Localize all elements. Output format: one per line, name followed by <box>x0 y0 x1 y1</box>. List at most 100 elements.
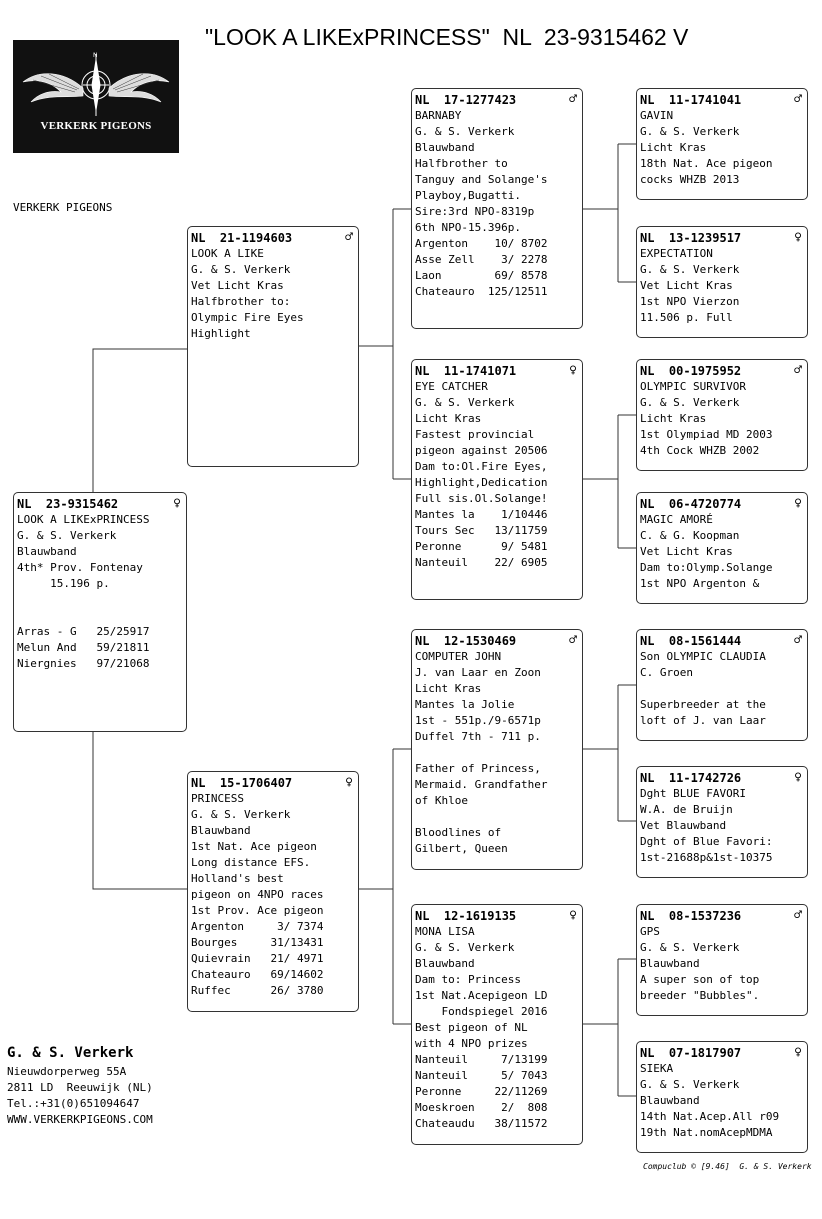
detail-line: with 4 NPO prizes <box>415 1037 528 1050</box>
pigeon-card-ggd-4[interactable]: NL 07-1817907♀ SIEKA G. & S. Verkerk Bla… <box>636 1041 808 1153</box>
color: Vet Licht Kras <box>640 279 733 292</box>
female-sex-icon: ♀ <box>794 770 802 785</box>
detail-line: 4th* Prov. Fontenay <box>17 561 143 574</box>
race-result: Argenton 3/ 7374 <box>191 920 324 933</box>
detail-line: A super son of top <box>640 973 760 986</box>
detail-line: of Khloe <box>415 794 468 807</box>
detail-line: 6th NPO-15.396p. <box>415 221 521 234</box>
detail-line: 1st NPO Argenton & <box>640 577 760 590</box>
color: Blauwband <box>415 957 475 970</box>
breeder: G. & S. Verkerk <box>191 808 291 821</box>
female-sex-icon: ♀ <box>794 1045 802 1060</box>
color: Blauwband <box>640 957 700 970</box>
pigeon-name: GAVIN <box>640 109 674 122</box>
race-result: Arras - G 25/25917 <box>17 625 150 638</box>
detail-line: Tanguy and Solange's <box>415 173 548 186</box>
detail-line: Father of Princess, <box>415 762 541 775</box>
breeder: G. & S. Verkerk <box>640 125 740 138</box>
breeder: W.A. de Bruijn <box>640 803 733 816</box>
race-result: Melun And 59/21811 <box>17 641 150 654</box>
breeder: C. Groen <box>640 666 693 679</box>
pigeon-card-granddam-maternal[interactable]: NL 12-1619135♀ MONA LISA G. & S. Verkerk… <box>411 904 583 1145</box>
detail-line: Dam to:Olymp.Solange <box>640 561 773 574</box>
detail-line: Long distance EFS. <box>191 856 311 869</box>
detail-line: 18th Nat. Ace pigeon <box>640 157 773 170</box>
ring-number: NL 21-1194603 <box>191 231 293 245</box>
ring-number: NL 11-1741041 <box>640 93 742 107</box>
detail-line: 1st-21688p&1st-10375 <box>640 851 773 864</box>
pigeon-card-granddam-paternal[interactable]: NL 11-1741071♀ EYE CATCHER G. & S. Verke… <box>411 359 583 600</box>
ring-number: NL 08-1561444 <box>640 634 742 648</box>
pigeon-card-ggd-1[interactable]: NL 13-1239517♀ EXPECTATION G. & S. Verke… <box>636 226 808 338</box>
race-result: Peronne 22/11269 <box>415 1085 548 1098</box>
breeder: C. & G. Koopman <box>640 529 740 542</box>
detail-line: Bloodlines of <box>415 826 502 839</box>
pigeon-name: Son OLYMPIC CLAUDIA <box>640 650 766 663</box>
detail-line: 1st - 551p./9-6571p <box>415 714 541 727</box>
ring-number: NL 06-4720774 <box>640 497 742 511</box>
detail-line: Best pigeon of NL <box>415 1021 528 1034</box>
pigeon-card-sire[interactable]: NL 21-1194603♂ LOOK A LIKE G. & S. Verke… <box>187 226 359 467</box>
breeder: G. & S. Verkerk <box>415 396 515 409</box>
pigeon-card-subject[interactable]: NL 23-9315462♀ LOOK A LIKExPRINCESS G. &… <box>13 492 187 732</box>
pigeon-card-grandsire-maternal[interactable]: NL 12-1530469♂ COMPUTER JOHN J. van Laar… <box>411 629 583 870</box>
owner-name: G. & S. Verkerk <box>7 1045 134 1061</box>
detail-line: loft of J. van Laar <box>640 714 766 727</box>
detail-line: Gilbert, Queen <box>415 842 508 855</box>
pigeon-name: PRINCESS <box>191 792 244 805</box>
pigeon-name: BARNABY <box>415 109 462 122</box>
detail-line: Halfbrother to <box>415 157 508 170</box>
pigeon-card-ggs-3[interactable]: NL 08-1561444 ♂ Son OLYMPIC CLAUDIA C. Gr… <box>636 629 808 741</box>
logo: N VERKERK PIGEONS <box>13 40 179 153</box>
breeder: G. & S. Verkerk <box>415 941 515 954</box>
detail-line: Holland's best <box>191 872 284 885</box>
male-sex-icon: ♂ <box>794 633 802 648</box>
color: Blauwband <box>415 141 475 154</box>
detail-line: Highlight <box>191 327 251 340</box>
color: Vet Blauwband <box>640 819 727 832</box>
race-result: Nanteuil 22/ 6905 <box>415 556 548 569</box>
race-result: Bourges 31/13431 <box>191 936 324 949</box>
female-sex-icon: ♀ <box>173 496 181 511</box>
female-sex-icon: ♀ <box>345 775 353 790</box>
ring-number: NL 13-1239517 <box>640 231 742 245</box>
ring-number: NL 11-1741071 <box>415 364 517 378</box>
svg-text:N: N <box>93 52 98 59</box>
detail-line: breeder "Bubbles". <box>640 989 760 1002</box>
detail-line <box>415 745 579 761</box>
detail-line <box>17 608 183 624</box>
ring-number: NL 17-1277423 <box>415 93 517 107</box>
pigeon-name: LOOK A LIKExPRINCESS <box>17 513 150 526</box>
pigeon-name: COMPUTER JOHN <box>415 650 502 663</box>
pigeon-card-dam[interactable]: NL 15-1706407♀ PRINCESS G. & S. Verkerk … <box>187 771 359 1012</box>
detail-line <box>640 681 804 697</box>
pigeon-card-ggd-2[interactable]: NL 06-4720774♀ MAGIC AMORÉ C. & G. Koopm… <box>636 492 808 604</box>
owner-city: 2811 LD Reeuwijk (NL) <box>7 1081 153 1094</box>
pigeon-card-grandsire-paternal[interactable]: NL 17-1277423♂ BARNABY G. & S. Verkerk B… <box>411 88 583 329</box>
female-sex-icon: ♀ <box>569 908 577 923</box>
male-sex-icon: ♂ <box>569 92 577 107</box>
pigeon-name: MONA LISA <box>415 925 475 938</box>
pigeon-name: LOOK A LIKE <box>191 247 264 260</box>
race-result: Chateauro 69/14602 <box>191 968 324 981</box>
pigeon-name: EXPECTATION <box>640 247 713 260</box>
detail-line: 1st Nat.Acepigeon LD <box>415 989 548 1002</box>
breeder: G. & S. Verkerk <box>640 941 740 954</box>
detail-line: Highlight,Dedication <box>415 476 548 489</box>
race-result: Quievrain 21/ 4971 <box>191 952 324 965</box>
pigeon-card-ggs-2[interactable]: NL 00-1975952♂ OLYMPIC SURVIVOR G. & S. … <box>636 359 808 471</box>
pigeon-card-ggs-4[interactable]: NL 08-1537236♂ GPS G. & S. Verkerk Blauw… <box>636 904 808 1016</box>
breeder: G. & S. Verkerk <box>17 529 117 542</box>
owner-website-link[interactable]: WWW.VERKERKPIGEONS.COM <box>7 1113 153 1126</box>
race-result: Ruffec 26/ 3780 <box>191 984 324 997</box>
detail-line: 15.196 p. <box>17 577 110 590</box>
male-sex-icon: ♂ <box>794 92 802 107</box>
owner-phone: Tel.:+31(0)651094647 <box>7 1097 140 1110</box>
color: Vet Licht Kras <box>191 279 284 292</box>
race-result: Argenton 10/ 8702 <box>415 237 548 250</box>
pigeon-card-ggs-1[interactable]: NL 11-1741041♂ GAVIN G. & S. Verkerk Lic… <box>636 88 808 200</box>
female-sex-icon: ♀ <box>794 230 802 245</box>
ring-number: NL 08-1537236 <box>640 909 742 923</box>
pigeon-card-ggd-3[interactable]: NL 11-1742726♀ Dght BLUE FAVORI W.A. de … <box>636 766 808 878</box>
site-name: VERKERK PIGEONS <box>13 201 113 214</box>
